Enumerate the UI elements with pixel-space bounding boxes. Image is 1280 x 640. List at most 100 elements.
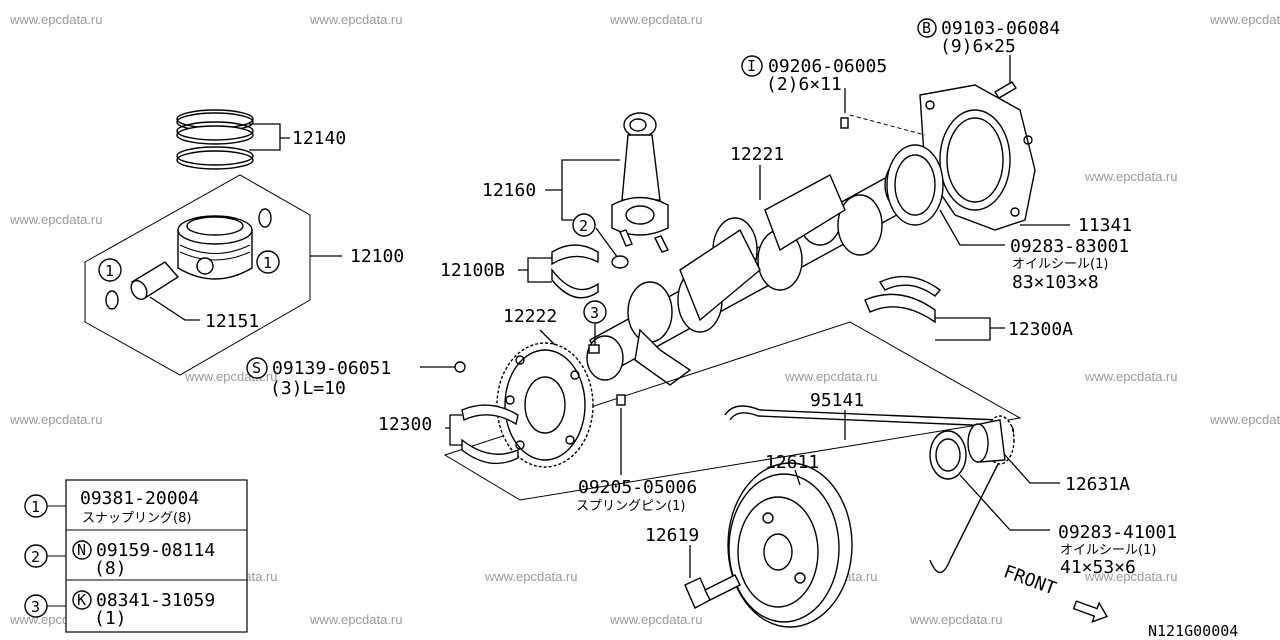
pulley-bolt-shank [704, 574, 741, 601]
rear-oil-seal-inner [894, 154, 936, 216]
leader-12100B [518, 257, 552, 283]
watermark: www.epcdata.ru [1209, 12, 1280, 27]
crank-pulley-drawing [727, 462, 853, 628]
ref-marker [256, 250, 280, 274]
piston-pin-drawing [130, 261, 180, 301]
pin-leader-dashed [849, 114, 926, 136]
watermark: www.epcdata.ru [609, 612, 703, 627]
seal2-size: 41×53×6 [1060, 557, 1136, 578]
front-oil-seal-drawing [929, 430, 967, 480]
leader-12300A [935, 317, 1005, 341]
part-label-12151[interactable]: 12151 [205, 311, 259, 332]
part-label-12100[interactable]: 12100 [350, 246, 404, 267]
ref-marker [98, 258, 122, 282]
part-label-11341[interactable]: 11341 [1078, 215, 1132, 236]
part-label-12221[interactable]: 12221 [730, 144, 784, 165]
seal-retainer-drawing [919, 84, 1036, 231]
watermark: www.epcdata.ru [1084, 369, 1178, 384]
bolt-b-code[interactable]: 09103-06084 [941, 18, 1060, 39]
legend-ref-number: 2 [31, 548, 40, 566]
ref-number: 2 [579, 217, 588, 235]
connecting-rod-drawing [611, 112, 669, 253]
part-label-12631A[interactable]: 12631A [1065, 474, 1130, 495]
pin-i-code[interactable]: 09206-06005 [768, 56, 887, 77]
dowel-pin-drawing [840, 117, 849, 129]
seal1-size: 83×103×8 [1012, 272, 1099, 293]
pin-i-qty: (2)6×11 [766, 74, 842, 95]
watermark: www.epcdata.ru [9, 12, 103, 27]
legend-marker-letter: K [77, 591, 86, 609]
legend-marker-circle [72, 540, 92, 560]
leader-12160 [545, 159, 620, 221]
front-oil-seal-inner [935, 438, 961, 472]
ref-number: 1 [263, 254, 272, 272]
watermark: www.epcdata.ru [909, 612, 1003, 627]
leader-12222 [539, 329, 556, 346]
watermark: www.epcdata.ru [9, 212, 103, 227]
legend-ref-number: 1 [31, 498, 40, 516]
marker-b-letter: B [922, 19, 931, 37]
part-label-12222[interactable]: 12222 [503, 306, 557, 327]
piston-rings-drawing [176, 109, 254, 170]
rear-oil-seal-drawing [886, 144, 944, 226]
ref-number: 3 [590, 304, 599, 322]
key-drawing [588, 344, 600, 354]
piston-group-frame [84, 174, 311, 376]
belt-inner [729, 412, 996, 427]
oil-pump-sprocket-drawing [967, 415, 1015, 465]
leader-12140 [249, 123, 290, 151]
crank-sprocket-drawing [496, 342, 594, 468]
legend-desc: スナップリング(8) [82, 511, 191, 526]
legend-code[interactable]: 08341-31059 [96, 590, 215, 611]
leader-12300 [445, 414, 462, 446]
part-label-12619[interactable]: 12619 [645, 525, 699, 546]
bolt-b-qty: (9)6×25 [940, 36, 1016, 57]
leader-12151 [149, 296, 200, 321]
watermark: www.epcdata.ru [9, 412, 103, 427]
ref-number: 1 [105, 262, 114, 280]
legend-code[interactable]: 09159-08114 [96, 540, 215, 561]
part-label-12300[interactable]: 12300 [378, 414, 432, 435]
marker-i-letter: I [747, 57, 756, 75]
front-label: FRONT [1001, 561, 1059, 599]
crank-group-frame [443, 321, 1022, 501]
ref-marker [583, 300, 607, 324]
marker-s-letter: S [252, 359, 261, 377]
watermark: www.epcdata.ru [1209, 412, 1280, 427]
legend-marker-letter: N [77, 541, 86, 559]
ref-marker [572, 213, 596, 237]
bolt-s-code[interactable]: 09139-06051 [272, 358, 391, 379]
watermark: www.epcdata.ru [784, 369, 878, 384]
watermark: www.epcdata.ru [484, 569, 578, 584]
legend-desc: (8) [94, 558, 127, 579]
main-bearing-upper-drawing [864, 275, 942, 324]
part-label-12300A[interactable]: 12300A [1008, 319, 1073, 340]
main-bearing-lower-drawing [461, 404, 519, 465]
part-label-12140[interactable]: 12140 [292, 128, 346, 149]
legend-code[interactable]: 09381-20004 [80, 488, 199, 509]
part-label-12100B[interactable]: 12100B [440, 260, 505, 281]
pin-code[interactable]: 09205-05006 [578, 477, 697, 498]
leader-seal2 [959, 474, 1050, 531]
seal2-code[interactable]: 09283-41001 [1058, 522, 1177, 543]
front-arrow-icon [1072, 600, 1109, 623]
nut-drawing [611, 255, 629, 269]
watermark: www.epcdata.ru [309, 612, 403, 627]
snap-ring-drawing [258, 208, 272, 228]
part-label-12611[interactable]: 12611 [765, 452, 819, 473]
marker-s [246, 357, 268, 379]
watermark: www.epcdata.ru [1084, 569, 1178, 584]
legend-marker-circle [72, 590, 92, 610]
marker-b [917, 18, 937, 38]
leader-12631A [1004, 454, 1060, 484]
leader-seal1 [939, 209, 1005, 246]
watermark: www.epcdata.ru [1084, 169, 1178, 184]
seal1-code[interactable]: 09283-83001 [1010, 236, 1129, 257]
part-label-12160[interactable]: 12160 [482, 180, 536, 201]
pin-name: スプリングピン(1) [576, 499, 685, 514]
sprocket-bolt-drawing [454, 361, 466, 373]
marker-i [741, 55, 763, 77]
part-label-95141[interactable]: 95141 [810, 390, 864, 411]
